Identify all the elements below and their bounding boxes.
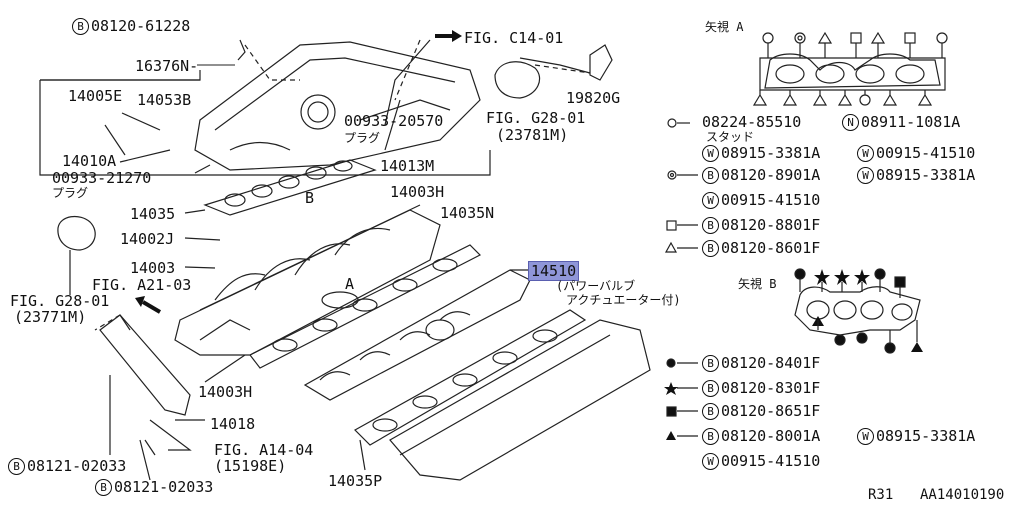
bolt-b-icon: B (702, 355, 719, 372)
part-label-14002J: 14002J (120, 230, 175, 248)
ref-fig-a14-04[interactable]: FIG. A14-04 (214, 441, 314, 459)
intake-manifold (174, 204, 441, 356)
bolt-b-icon: B (702, 403, 719, 420)
view-b-title: 矢視 B (738, 277, 777, 291)
collector-housing (194, 41, 481, 171)
bolt-b-icon: B (95, 479, 112, 496)
washer-w-icon: W (702, 145, 719, 162)
part-label-plug-2: プラグ (344, 131, 381, 145)
washer-w-icon: W (857, 145, 874, 162)
bolt-b-icon: B (702, 380, 719, 397)
collector-gasket (203, 159, 377, 216)
part-label-19820G: 19820G (566, 89, 621, 107)
part-label-23771M: (23771M) (14, 308, 87, 326)
valve-g28-right (494, 61, 541, 99)
bracket-19820G (589, 44, 613, 81)
bolt-b-icon: B (8, 458, 25, 475)
part-label-14510[interactable]: 14510 (528, 261, 580, 281)
part-label-14013M: 14013M (380, 157, 435, 175)
part-label-23781M: (23781M) (496, 126, 569, 144)
ref-fig-c14-01[interactable]: FIG. C14-01 (464, 29, 564, 47)
view-arrow-a: A (345, 275, 355, 293)
manifold-gasket-p (354, 309, 587, 446)
part-label-14018: 14018 (210, 415, 256, 433)
part-note-power-valve-1: (パワーバルブ (556, 279, 636, 293)
nut-n-icon: N (842, 114, 859, 131)
footer-model: R31 (868, 487, 894, 503)
bolt-08120-61228 (237, 39, 246, 61)
ref-fig-a21-03[interactable]: FIG. A21-03 (92, 276, 192, 294)
bolt-b-icon: B (72, 18, 89, 35)
washer-w-icon: W (857, 428, 874, 445)
bolt-b-icon: B (702, 167, 719, 184)
part-label-14003H-top: 14003H (390, 183, 445, 201)
ref-fig-g28-01-right[interactable]: FIG. G28-01 (486, 109, 586, 127)
cylinder-head (389, 319, 651, 481)
washer-w-icon: W (702, 192, 719, 209)
footer-figure-id: AA14010190 (920, 487, 1005, 503)
ref-fig-g28-01-left[interactable]: FIG. G28-01 (10, 292, 110, 310)
part-label-plug-1: プラグ (52, 186, 89, 200)
arrow-fig-a21 (141, 300, 162, 314)
view-a-diagram (752, 31, 948, 106)
part-label-15198E: (15198E) (214, 457, 287, 475)
part-label-00933-21270: 00933-21270 (52, 169, 152, 187)
bolt-b-icon: B (702, 428, 719, 445)
bolt-b-icon: B (702, 240, 719, 257)
part-label-00933-20570: 00933-20570 (344, 112, 444, 130)
manifold-gasket-n (249, 244, 482, 369)
part-label-16376N: 16376N- (135, 57, 199, 75)
legend-stud-code: 08224-85510 (702, 113, 802, 131)
part-label-14010A: 14010A (62, 152, 117, 170)
valve-g28-left (57, 215, 96, 251)
part-label-14035N: 14035N (440, 204, 495, 222)
part-label-14003H-bottom: 14003H (198, 383, 253, 401)
part-label-14035P: 14035P (328, 472, 383, 490)
legend-symbols (664, 118, 698, 440)
view-arrow-b: B (305, 189, 315, 207)
part-note-power-valve-2: アクチュエーター付) (566, 293, 681, 307)
power-valve-adapter (303, 269, 531, 401)
part-label-14053B: 14053B (137, 91, 192, 109)
washer-w-icon: W (857, 167, 874, 184)
legend-stud-label: スタッド (706, 130, 755, 144)
bolt-b-icon: B (702, 217, 719, 234)
part-label-14003: 14003 (130, 259, 176, 277)
washer-w-icon: W (702, 453, 719, 470)
view-b-diagram (794, 268, 923, 354)
view-a-title: 矢視 A (705, 20, 744, 34)
bracket-14018 (99, 314, 191, 416)
part-label-14005E: 14005E (68, 87, 123, 105)
part-label-14035: 14035 (130, 205, 176, 223)
